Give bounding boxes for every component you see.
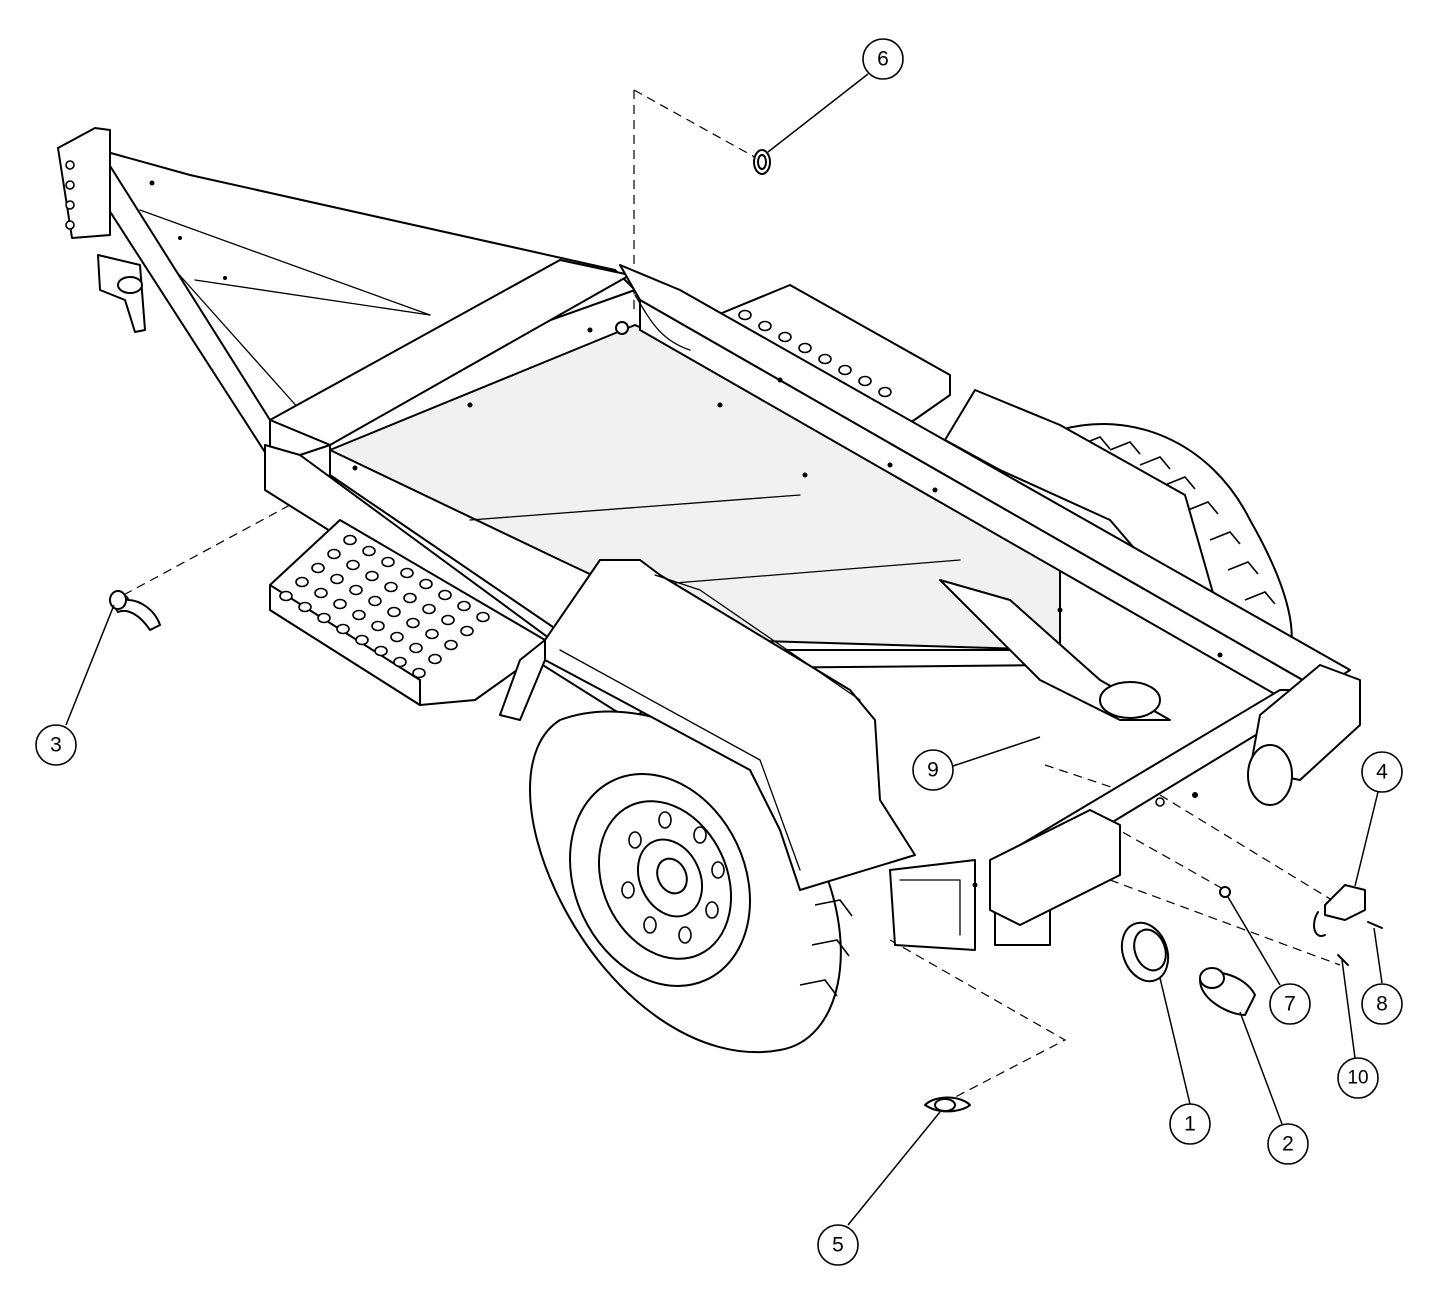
leader-lines [65,73,1383,1226]
balloon-4: 4 [1361,751,1403,793]
part-8-screw [1367,921,1383,929]
step-plate-hole [343,534,357,546]
part-3-side-marker [109,590,161,631]
balloon-10: 10 [1337,1057,1379,1099]
step-plate-hole [460,625,474,637]
svg-text:4: 4 [1376,761,1388,784]
step-plate-hole [457,600,471,612]
step-plate-hole [838,364,852,376]
svg-text:8: 8 [1376,993,1388,1016]
step-plate-hole [393,656,407,668]
step-plate-hole [422,603,436,615]
step-plate-hole [381,556,395,568]
svg-text:6: 6 [877,48,889,71]
step-plate-hole [365,570,379,582]
step-plate-hole [758,320,772,332]
part-2-tail-light [1199,967,1256,1016]
step-plate-hole [346,559,360,571]
step-plate-hole [438,589,452,601]
step-plate-hole [333,598,347,610]
step-plate-hole [858,375,872,387]
step-plate-hole [362,545,376,557]
step-plate-hole [412,667,426,679]
step-plate-hole [444,639,458,651]
part-6-grommet [753,149,771,175]
balloon-3: 3 [35,724,77,766]
step-plate-hole [330,573,344,585]
step-plate-hole [390,631,404,643]
svg-text:7: 7 [1284,993,1296,1016]
trailer-frame [57,127,1361,951]
step-plate-hole [738,309,752,321]
near-fender [499,559,916,891]
step-plate-hole [441,614,455,626]
step-plate-hole [778,331,792,343]
step-plate-hole [387,606,401,618]
part-1-grommet-large [1120,921,1170,983]
step-plate-hole [403,592,417,604]
step-plate-hole [327,548,341,560]
step-plate-hole [798,342,812,354]
step-plate-hole [878,386,892,398]
balloon-8: 8 [1361,983,1403,1025]
step-plate-hole [419,578,433,590]
step-plate-hole [384,581,398,593]
balloon-7: 7 [1269,983,1311,1025]
step-plate-hole [295,576,309,588]
step-plate-hole [336,623,350,635]
part-4-license-light [1313,884,1366,937]
svg-text:9: 9 [927,759,939,782]
step-plate-hole [314,587,328,599]
step-plate-hole [298,601,312,613]
step-plate-hole [352,609,366,621]
svg-text:2: 2 [1282,1133,1294,1156]
step-plate-hole [349,584,363,596]
svg-text:10: 10 [1347,1068,1368,1089]
step-plate-hole [476,611,490,623]
step-plate-hole [428,653,442,665]
step-plate-hole [406,617,420,629]
balloon-1: 1 [1169,1103,1211,1145]
svg-text:3: 3 [50,734,62,757]
balloon-5: 5 [817,1224,859,1266]
step-plate-hole [368,595,382,607]
part-7-nut [1219,886,1231,898]
step-plate-hole [374,645,388,657]
part-10-screw [1337,954,1349,966]
step-plate-hole [371,620,385,632]
svg-text:1: 1 [1184,1113,1196,1136]
balloon-9: 9 [912,749,954,791]
step-plate-hole [317,612,331,624]
part-5-side-marker [924,1096,971,1113]
step-plate-hole [425,628,439,640]
axle-assembly [739,579,1171,721]
svg-text:5: 5 [832,1234,844,1257]
step-plate-hole [818,353,832,365]
balloon-2: 2 [1267,1123,1309,1165]
step-plate-hole [400,567,414,579]
left-step-plate [269,519,546,706]
step-plate-hole [279,590,293,602]
step-plate-hole [311,562,325,574]
step-plate-hole [409,642,423,654]
step-plate-hole [355,634,369,646]
balloon-6: 6 [862,38,904,80]
